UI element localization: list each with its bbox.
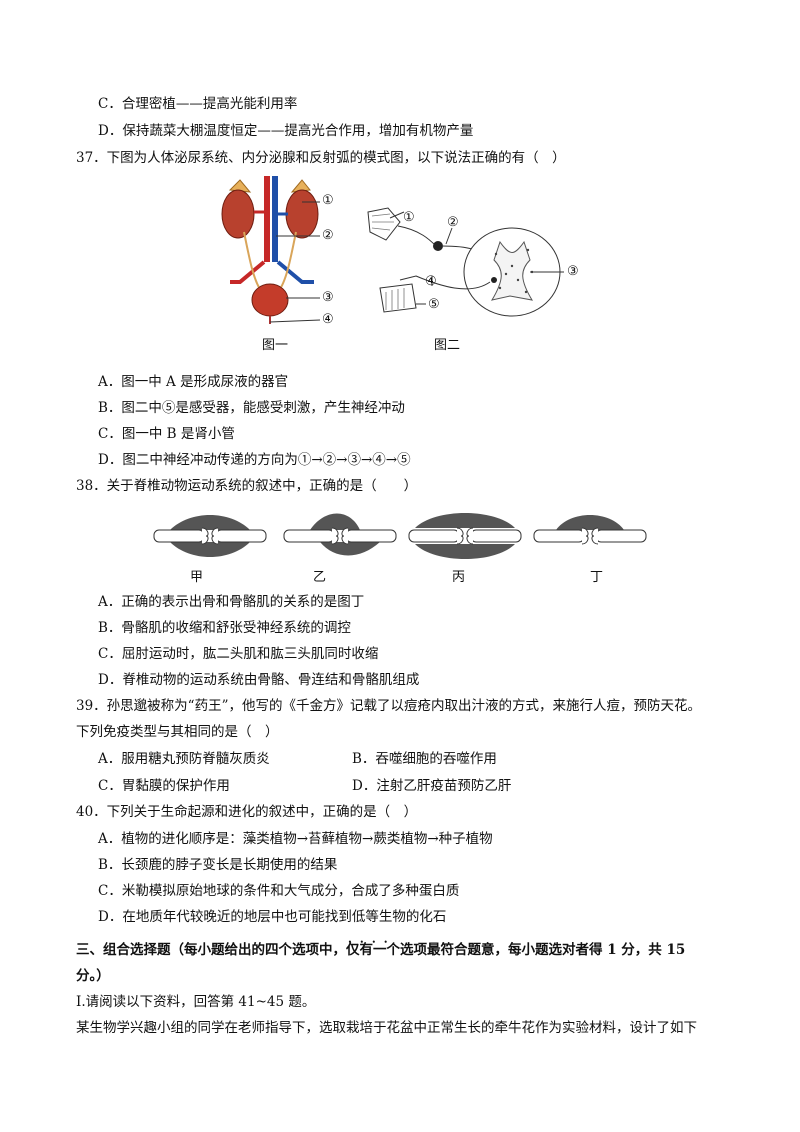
section3-heading-line2: 分。） bbox=[76, 968, 110, 984]
q37-stem: 37．下图为人体泌尿系统、内分泌腺和反射弧的模式图，以下说法正确的有（ ） bbox=[76, 150, 566, 166]
fig-label-jia: 甲 bbox=[190, 570, 204, 585]
q37-option-b: B．图二中⑤是感受器，能感受刺激，产生神经冲动 bbox=[98, 400, 405, 416]
section3-body: 某生物学兴趣小组的同学在老师指导下，选取栽培于花盆中正常生长的牵牛花作为实验材料… bbox=[76, 1020, 697, 1036]
fig-label-ding: 丁 bbox=[590, 570, 604, 585]
q40-option-d: D．在地质年代较晚近的地层中也可能找到低等生物的化石 bbox=[98, 909, 447, 925]
q37-option-d: D．图二中神经冲动传递的方向为①→②→③→④→⑤ bbox=[98, 452, 411, 468]
fig1-label-4: ④ bbox=[322, 312, 334, 327]
reflex-arc-figure bbox=[367, 207, 564, 317]
q39-stem-line2: 下列免疫类型与其相同的是（ ） bbox=[76, 724, 279, 740]
q38-option-b: B．骨骼肌的收缩和舒张受神经系统的调控 bbox=[98, 620, 351, 636]
q36-option-d: D．保持蔬菜大棚温度恒定——提高光合作用，增加有机物产量 bbox=[98, 123, 474, 139]
q37-option-c: C．图一中 B 是肾小管 bbox=[98, 426, 235, 442]
q40-option-c: C．米勒模拟原始地球的条件和大气成分，合成了多种蛋白质 bbox=[98, 883, 460, 899]
q40-option-b: B．长颈鹿的脖子变长是长期使用的结果 bbox=[98, 857, 338, 873]
urinary-system-figure bbox=[221, 176, 321, 324]
fig2-label-1: ① bbox=[403, 210, 415, 225]
fig2-label-4: ④ bbox=[425, 274, 437, 289]
q37-option-a: A．图一中 A 是形成尿液的器官 bbox=[98, 374, 289, 390]
fig1-caption: 图一 bbox=[262, 338, 289, 353]
bone-muscle-figure bbox=[153, 513, 647, 559]
fig1-label-2: ② bbox=[322, 228, 334, 243]
q38-option-a: A．正确的表示出骨和骨骼肌的关系的是图丁 bbox=[98, 594, 365, 610]
fig1-label-1: ① bbox=[322, 193, 334, 208]
q39-option-a: A．服用糖丸预防脊髓灰质炎 bbox=[98, 751, 270, 767]
fig2-label-3: ③ bbox=[567, 264, 579, 279]
fig-label-yi: 乙 bbox=[313, 570, 327, 585]
section3-heading: 三、组合选择题（每小题给出的四个选项中，仅有一个选项最符合题意，每小题选对者得 … bbox=[76, 940, 685, 960]
fig1-label-3: ③ bbox=[322, 290, 334, 305]
section3-heading-emphasis: 仅有一个 bbox=[346, 942, 400, 958]
fig2-label-2: ② bbox=[447, 215, 459, 230]
q38-option-c: C．屈肘运动时，肱二头肌和肱三头肌同时收缩 bbox=[98, 646, 379, 662]
fig2-label-5: ⑤ bbox=[428, 297, 440, 312]
q39-option-d: D．注射乙肝疫苗预防乙肝 bbox=[352, 778, 512, 794]
q39-stem-line1: 39．孙思邈被称为“药王”，他写的《千金方》记载了以痘疮内取出汁液的方式，来施行… bbox=[76, 698, 701, 714]
q36-option-c: C．合理密植——提高光能利用率 bbox=[98, 96, 298, 112]
section3-heading-part1: 三、组合选择题（每小题给出的四个选项中， bbox=[76, 942, 346, 958]
q38-option-d: D．脊椎动物的运动系统由骨骼、骨连结和骨骼肌组成 bbox=[98, 672, 420, 688]
q39-option-b: B．吞噬细胞的吞噬作用 bbox=[352, 751, 497, 767]
q39-option-c: C．胃黏膜的保护作用 bbox=[98, 778, 230, 794]
section3-heading-part2: 选项最符合题意，每小题选对者得 1 分，共 15 bbox=[400, 942, 686, 958]
section3-intro: I.请阅读以下资料，回答第 41~45 题。 bbox=[76, 994, 316, 1010]
fig2-caption: 图二 bbox=[434, 338, 461, 353]
fig-label-bing: 丙 bbox=[452, 570, 466, 585]
q40-option-a: A．植物的进化顺序是：藻类植物→苔藓植物→蕨类植物→种子植物 bbox=[98, 831, 493, 847]
q40-stem: 40．下列关于生命起源和进化的叙述中，正确的是（ ） bbox=[76, 804, 418, 820]
q38-stem: 38．关于脊椎动物运动系统的叙述中，正确的是（ ） bbox=[76, 478, 418, 494]
